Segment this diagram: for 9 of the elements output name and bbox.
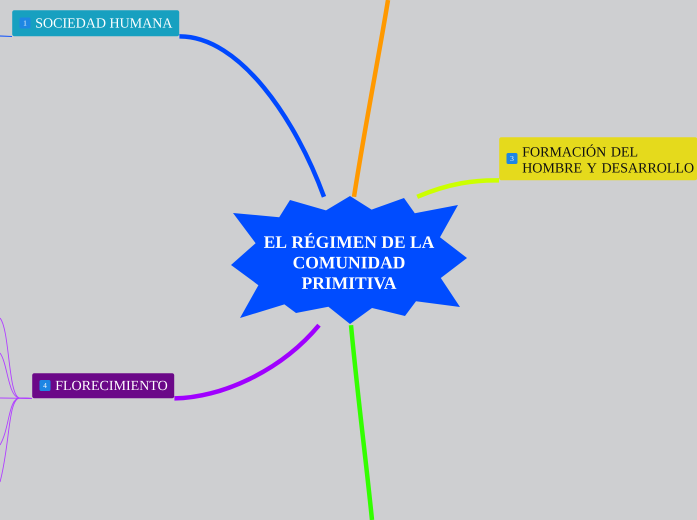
branch-line	[0, 398, 32, 482]
branch-line	[179, 34, 326, 198]
branch-line	[348, 324, 374, 520]
starburst: EL RÉGIMEN DE LA COMUNIDAD PRIMITIVA	[231, 196, 467, 324]
branch-line	[416, 178, 500, 199]
branch-line	[0, 398, 32, 399]
branch-line	[352, 0, 390, 198]
branch-line	[0, 36, 12, 37]
branch-line	[174, 324, 321, 401]
